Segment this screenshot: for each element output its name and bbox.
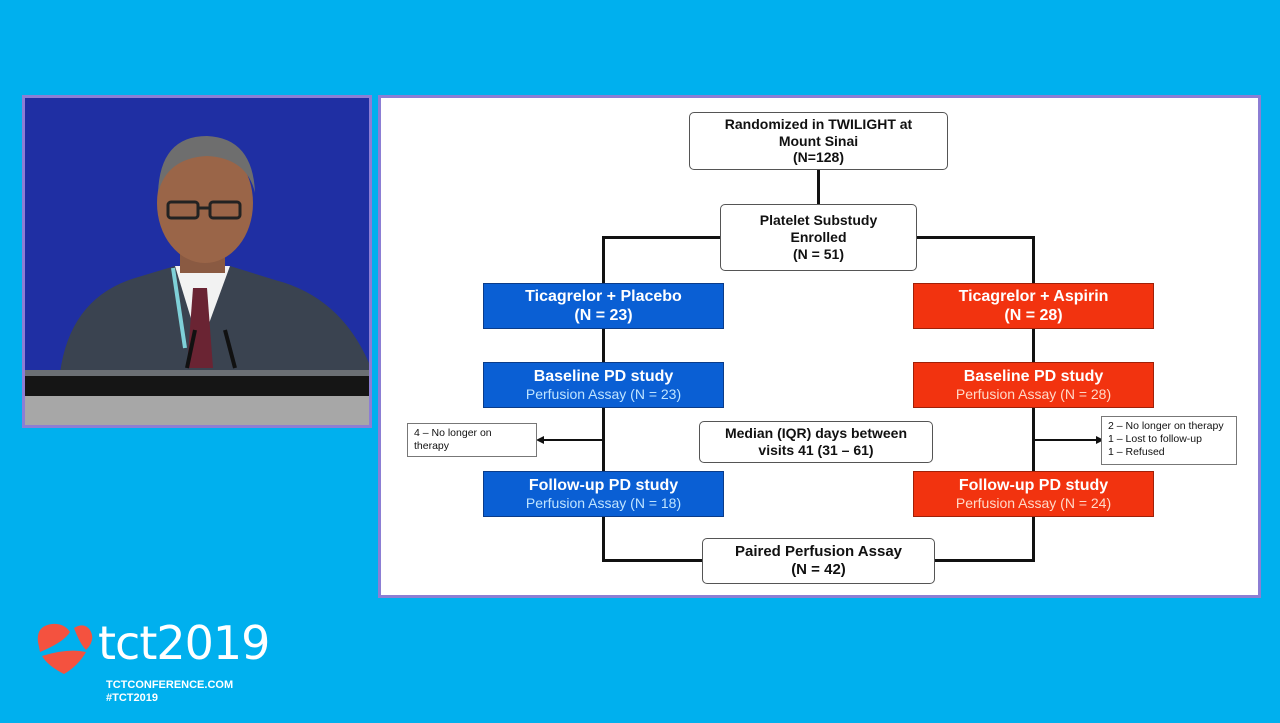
aspirin-baseline-box: Baseline PD study Perfusion Assay (N = 2… [913,362,1154,408]
paired-assay-box: Paired Perfusion Assay (N = 42) [702,538,935,584]
tct-website: TCTCONFERENCE.COM [106,679,234,691]
placebo-followup-sub: Perfusion Assay (N = 18) [525,495,682,512]
arrow-left-icon [536,436,544,444]
connector-enrolled-right [916,236,1035,239]
flowchart: Randomized in TWILIGHT at Mount Sinai (N… [3,3,1280,723]
placebo-followup-title: Follow-up PD study [528,477,679,494]
enrolled-box: Platelet Substudy Enrolled (N = 51) [720,204,917,271]
aspirin-baseline-sub: Perfusion Assay (N = 28) [955,386,1112,403]
aspirin-followup-title: Follow-up PD study [958,477,1109,494]
tct-heart-logo-icon [37,623,93,674]
connector-right-exclusion [1034,439,1096,441]
connector-left-exclusion [543,439,603,441]
placebo-baseline-title: Baseline PD study [533,368,674,385]
aspirin-arm-title: Ticagrelor + Aspirin [958,287,1109,305]
connector-enrolled-left [602,236,721,239]
placebo-baseline-box: Baseline PD study Perfusion Assay (N = 2… [483,362,724,408]
aspirin-followup-box: Follow-up PD study Perfusion Assay (N = … [913,471,1154,517]
median-days-box: Median (IQR) days between visits 41 (31 … [699,421,933,463]
connector-left-paired [602,559,703,562]
aspirin-baseline-title: Baseline PD study [963,368,1104,385]
aspirin-arm-box: Ticagrelor + Aspirin (N = 28) [913,283,1154,329]
placebo-baseline-sub: Perfusion Assay (N = 23) [525,386,682,403]
connector-randomized-enrolled [817,169,820,205]
median-line1: Median (IQR) days between [724,425,908,442]
aspirin-followup-sub: Perfusion Assay (N = 24) [955,495,1112,512]
tct-hashtag: #TCT2019 [106,691,158,704]
enrolled-n: (N = 51) [793,245,844,262]
placebo-exclusion-note: 4 – No longer on therapy [407,423,537,457]
aspirin-exclusion-line3: 1 – Refused [1108,446,1165,459]
placebo-exclusion-line2: therapy [414,440,450,453]
placebo-exclusion-line1: 4 – No longer on [414,427,492,439]
placebo-followup-box: Follow-up PD study Perfusion Assay (N = … [483,471,724,517]
randomized-box: Randomized in TWILIGHT at Mount Sinai (N… [689,112,948,170]
randomized-line1: Randomized in TWILIGHT at [724,115,913,132]
tct-logo-text: tct2019 [98,616,270,670]
paired-n: (N = 42) [791,561,846,578]
tct-links: TCTCONFERENCE.COM #TCT2019 [106,679,233,704]
presenter-image [25,98,369,425]
enrolled-line2: Enrolled [790,229,847,246]
enrolled-line1: Platelet Substudy [759,212,878,229]
randomized-n: (N=128) [793,149,844,166]
placebo-arm-n: (N = 23) [574,307,633,324]
placebo-arm-box: Ticagrelor + Placebo (N = 23) [483,283,724,329]
aspirin-exclusion-note: 2 – No longer on therapy 1 – Lost to fol… [1101,416,1237,465]
aspirin-exclusion-line1: 2 – No longer on therapy [1108,420,1224,432]
aspirin-exclusion-line2: 1 – Lost to follow-up [1108,433,1202,446]
connector-right-paired [934,559,1035,562]
slide-panel: Randomized in TWILIGHT at Mount Sinai (N… [378,95,1261,598]
placebo-arm-title: Ticagrelor + Placebo [525,287,682,305]
randomized-line2: Mount Sinai [778,132,859,149]
arrow-right-icon [1096,436,1104,444]
presenter-video [22,95,372,428]
paired-line1: Paired Perfusion Assay [734,543,902,560]
median-line2: visits 41 (31 – 61) [758,442,874,458]
aspirin-arm-n: (N = 28) [1004,307,1063,324]
